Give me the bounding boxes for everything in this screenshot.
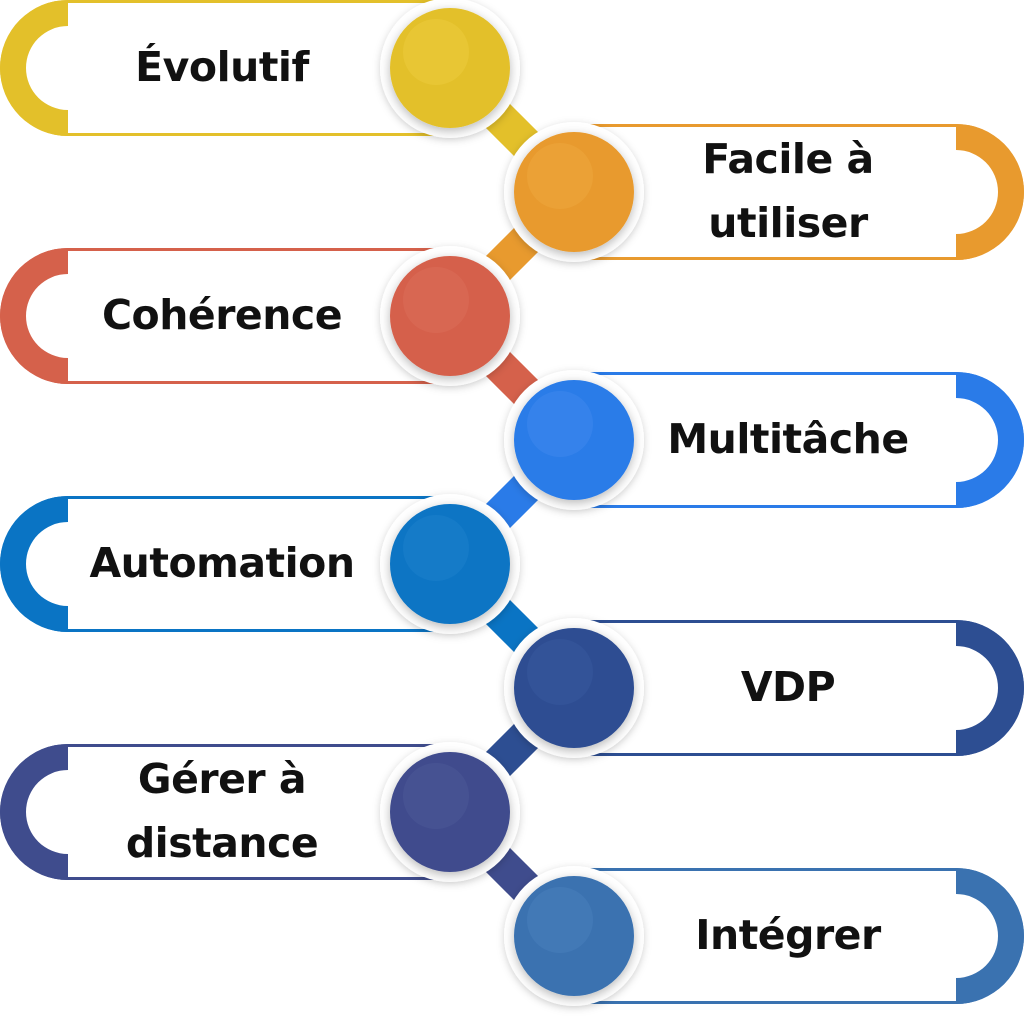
step-circle-highlight xyxy=(527,887,593,953)
step-circle-disc xyxy=(514,628,634,748)
step-card-cap-inner xyxy=(26,522,70,606)
step-circle-8 xyxy=(504,866,644,1006)
step-circle-4 xyxy=(504,370,644,510)
step-circle-highlight xyxy=(403,515,469,581)
step-card-body xyxy=(571,375,1021,505)
step-card-8 xyxy=(568,868,1024,1004)
step-circle-7 xyxy=(380,742,520,882)
step-circle-2 xyxy=(504,122,644,262)
step-circle-disc xyxy=(514,876,634,996)
step-circle-disc xyxy=(390,8,510,128)
step-card-body xyxy=(3,747,452,877)
step-card-7 xyxy=(0,744,455,880)
step-card-cap xyxy=(0,0,68,136)
step-card-cap xyxy=(956,124,1024,260)
step-circle-highlight xyxy=(403,267,469,333)
step-circle-highlight xyxy=(403,19,469,85)
step-card-1 xyxy=(0,0,455,136)
step-card-cap xyxy=(956,372,1024,508)
step-card-4 xyxy=(568,372,1024,508)
step-card-3 xyxy=(0,248,455,384)
step-card-cap xyxy=(0,248,68,384)
step-card-cap xyxy=(956,620,1024,756)
step-circle-disc xyxy=(390,504,510,624)
step-circle-highlight xyxy=(527,639,593,705)
step-circle-disc xyxy=(390,256,510,376)
step-circle-3 xyxy=(380,246,520,386)
step-card-body xyxy=(3,499,452,629)
step-circle-disc xyxy=(514,132,634,252)
step-circle-highlight xyxy=(527,143,593,209)
step-card-cap-inner xyxy=(26,770,70,854)
step-card-body xyxy=(3,3,453,133)
step-circle-disc xyxy=(390,752,510,872)
step-circle-1 xyxy=(380,0,520,138)
step-circle-highlight xyxy=(403,763,469,829)
step-card-cap xyxy=(0,744,68,880)
step-circle-highlight xyxy=(527,391,593,457)
circles-layer xyxy=(380,0,644,1006)
step-circle-5 xyxy=(380,494,520,634)
step-card-body xyxy=(571,623,1021,753)
step-circle-disc xyxy=(514,380,634,500)
step-card-2 xyxy=(568,124,1024,260)
step-card-6 xyxy=(568,620,1024,756)
step-card-cap-inner xyxy=(26,26,70,110)
step-card-cap xyxy=(956,868,1024,1004)
step-circle-6 xyxy=(504,618,644,758)
step-card-5 xyxy=(0,496,455,632)
step-card-body xyxy=(3,251,452,381)
step-card-cap xyxy=(0,496,68,632)
step-card-body xyxy=(571,127,1021,257)
step-card-cap-inner xyxy=(26,274,70,358)
step-card-body xyxy=(571,871,1021,1001)
